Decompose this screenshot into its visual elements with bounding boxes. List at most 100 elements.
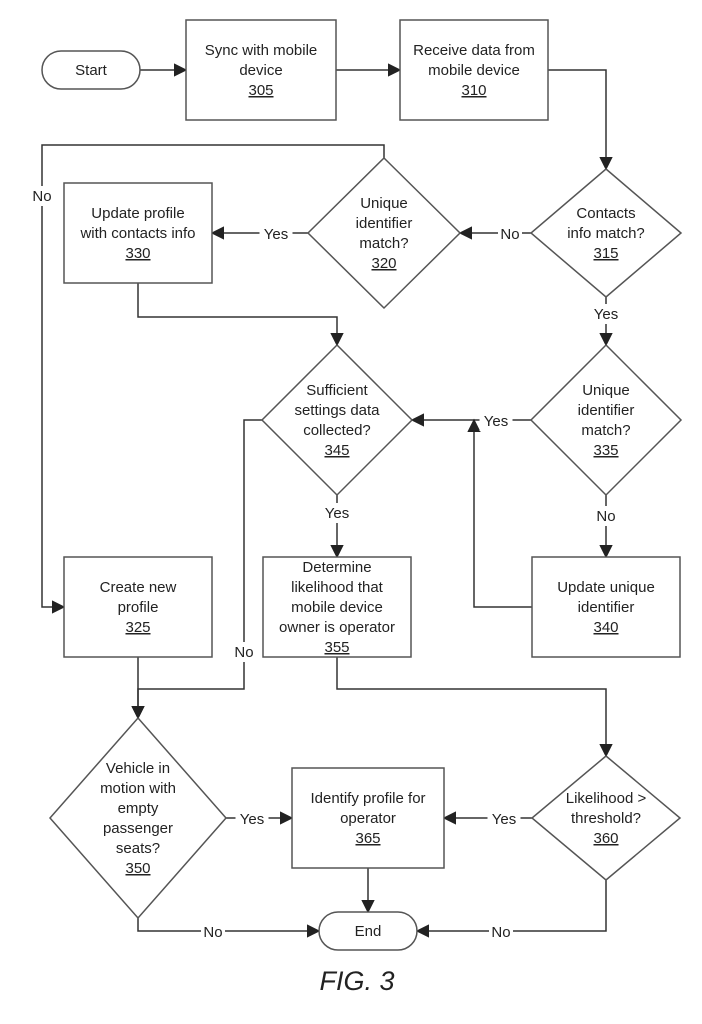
process-box xyxy=(399,19,549,121)
node-label-line: Update unique xyxy=(557,579,655,596)
node-label-line: info match? xyxy=(567,225,645,242)
edge-label-background xyxy=(594,506,618,526)
node-reference-number: 320 xyxy=(371,255,396,272)
node-label-line: identifier xyxy=(356,215,413,232)
node-n345-decision: Sufficient settings data collected? 345 xyxy=(260,343,414,497)
edge-label-background xyxy=(259,224,293,244)
edge-n350-to-end xyxy=(137,918,321,938)
node-label-line: Sufficient xyxy=(306,382,368,399)
edge-label-background xyxy=(479,411,513,431)
node-label-line: empty xyxy=(118,800,159,817)
node-n360-decision: Likelihood >threshold?360 xyxy=(530,755,682,881)
edge-label-text: No xyxy=(234,644,253,661)
node-reference-number: 315 xyxy=(593,245,618,262)
node-label-line: seats? xyxy=(116,840,160,857)
edge-label-text: Yes xyxy=(484,413,508,430)
edge-label-n350-to-n365: Yes xyxy=(235,809,269,829)
process-box xyxy=(531,556,681,658)
node-n340-process: Update unique identifier 340 xyxy=(531,556,681,658)
node-label-line: Sync with mobile xyxy=(205,42,318,59)
edge-label-text: No xyxy=(596,508,615,525)
terminal-pill xyxy=(318,911,418,951)
node-label-line: passenger xyxy=(103,820,173,837)
edge-label-text: Yes xyxy=(240,811,264,828)
node-reference-number: 345 xyxy=(324,442,349,459)
node-label-line: collected? xyxy=(303,422,371,439)
node-label-line: identifier xyxy=(578,402,635,419)
edge-label-background xyxy=(320,503,354,523)
decision-diamond xyxy=(49,716,227,920)
edge-label-background xyxy=(232,642,256,662)
terminal-pill xyxy=(41,50,141,90)
decision-diamond xyxy=(529,343,683,497)
node-label-line: mobile device xyxy=(428,62,520,79)
edge-label-n360-to-end: No xyxy=(489,922,513,942)
node-label-line: mobile device xyxy=(291,599,383,616)
edge-n320-to-n325 xyxy=(41,144,385,614)
node-reference-number: 305 xyxy=(248,82,273,99)
node-label-line: profile xyxy=(118,599,159,616)
edge-n360-to-end xyxy=(415,880,607,938)
node-label-line: threshold? xyxy=(571,810,641,827)
edge-label-background xyxy=(498,224,522,244)
node-label-line: settings data xyxy=(294,402,380,419)
node-label-line: Unique xyxy=(582,382,630,399)
node-label-line: likelihood that xyxy=(291,579,384,596)
edge-label-text: No xyxy=(491,924,510,941)
node-reference-number: 330 xyxy=(125,245,150,262)
decision-diamond xyxy=(530,755,682,881)
edge-label-text: Yes xyxy=(264,226,288,243)
edge-label-background xyxy=(589,304,623,324)
node-label-line: match? xyxy=(581,422,630,439)
edge-label-text: No xyxy=(203,924,222,941)
node-label-line: Vehicle in xyxy=(106,760,170,777)
figure-caption: FIG. 3 xyxy=(319,966,394,996)
process-box xyxy=(262,556,412,658)
process-box xyxy=(63,556,213,658)
node-n315-decision: Contacts info match? 315 xyxy=(529,168,683,298)
node-n310-process: Receive data from mobile device 310 xyxy=(399,19,549,121)
node-label-line: owner is operator xyxy=(279,619,395,636)
node-label-line: Receive data from xyxy=(413,42,535,59)
edge-label-text: Yes xyxy=(594,306,618,323)
node-label-line: with contacts info xyxy=(79,225,195,242)
edge-label-n315-to-n335: Yes xyxy=(589,304,623,324)
node-n330-process: Update profile with contacts info 330 xyxy=(63,182,213,284)
node-label-line: motion with xyxy=(100,780,176,797)
node-label-line: device xyxy=(239,62,282,79)
node-reference-number: 310 xyxy=(461,82,486,99)
edge-label-n315-to-n320: No xyxy=(498,224,522,244)
node-label-line: End xyxy=(355,923,382,940)
process-box xyxy=(63,182,213,284)
edge-label-background xyxy=(201,922,225,942)
edge-label-text: No xyxy=(500,226,519,243)
edge-label-n335-to-n345: Yes xyxy=(479,411,513,431)
process-box xyxy=(185,19,337,121)
node-n350-decision: Vehicle in motion with empty passenger seats… xyxy=(49,716,227,920)
node-label-line: identifier xyxy=(578,599,635,616)
edge-label-n320-to-n325: No xyxy=(30,186,54,206)
node-label-line: operator xyxy=(340,810,396,827)
node-label-line: Likelihood > xyxy=(566,790,647,807)
decision-diamond xyxy=(260,343,414,497)
node-reference-number: 340 xyxy=(593,619,618,636)
edge-label-background xyxy=(489,922,513,942)
edge-label-text: Yes xyxy=(492,811,516,828)
edge-label-background xyxy=(30,186,54,206)
edge-label-n350-to-end: No xyxy=(201,922,225,942)
node-label-line: Start xyxy=(75,62,108,79)
node-n305-process: Sync with mobile device 305 xyxy=(185,19,337,121)
edge-label-n345-to-n355: Yes xyxy=(320,503,354,523)
edge-label-n320-to-n330: Yes xyxy=(259,224,293,244)
node-label-line: Update profile xyxy=(91,205,184,222)
edge-n355-to-n360 xyxy=(336,657,613,758)
edge-n340-to-n345 xyxy=(467,418,532,608)
node-label-line: Unique xyxy=(360,195,408,212)
node-label-line: Contacts xyxy=(576,205,635,222)
